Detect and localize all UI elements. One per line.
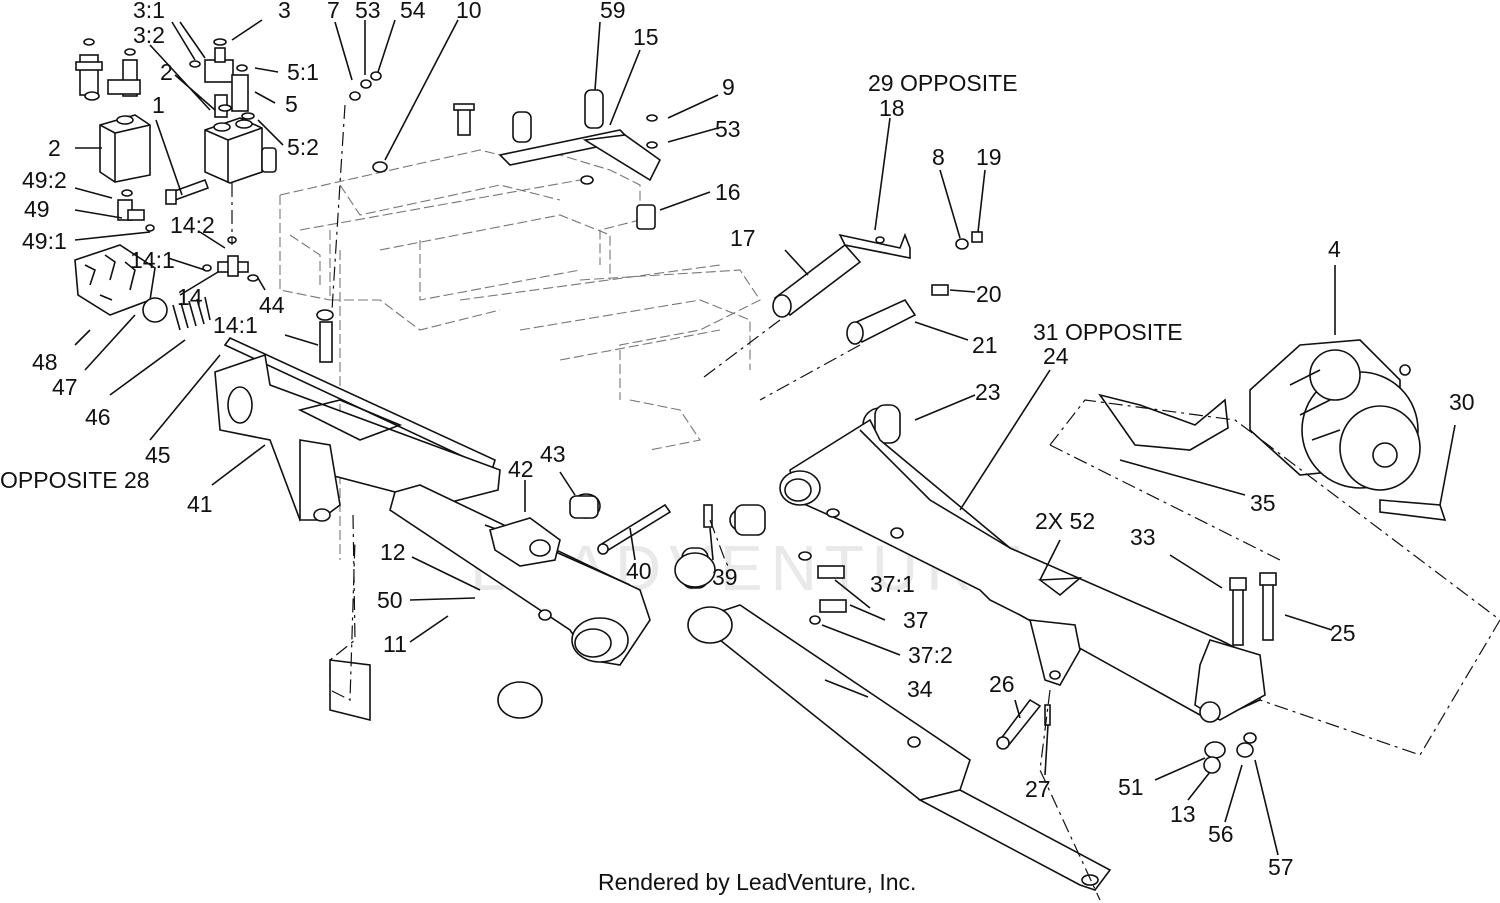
callout-27: 27 — [1025, 776, 1051, 802]
callout-42: 42 — [508, 456, 534, 482]
callout-23: 23 — [975, 379, 1001, 405]
callout-3: 3 — [278, 0, 291, 23]
callout-10: 10 — [456, 0, 482, 23]
callout-19: 19 — [976, 144, 1002, 170]
callout-43: 43 — [540, 441, 566, 467]
pump-4 — [1249, 339, 1447, 521]
callout-53-b: 53 — [715, 116, 741, 142]
callout-14: 14 — [177, 284, 203, 310]
callout-4: 4 — [1328, 236, 1341, 262]
phantom-lines — [231, 104, 1500, 901]
callout-37-2: 37:2 — [908, 642, 953, 668]
callout-2x-52: 2X 52 — [1035, 508, 1095, 534]
callout-18: 18 — [879, 95, 905, 121]
bolts-33-25 — [1203, 572, 1277, 774]
callout-34: 34 — [907, 676, 933, 702]
callout-14-1-a: 14:1 — [130, 247, 175, 273]
callout-20: 20 — [976, 281, 1002, 307]
callout-37: 37 — [903, 607, 929, 633]
callout-29-opposite: 29 OPPOSITE — [868, 70, 1018, 96]
callout-14-2: 14:2 — [170, 212, 215, 238]
callout-50: 50 — [377, 587, 403, 613]
main-arm-24 — [779, 418, 1266, 723]
callout-47: 47 — [52, 374, 78, 400]
callout-37-1: 37:1 — [870, 571, 915, 597]
callout-15: 15 — [633, 24, 659, 50]
hydraulic-cylinder-34 — [674, 551, 1112, 891]
callout-49-1: 49:1 — [22, 228, 67, 254]
callout-53-a: 53 — [355, 0, 381, 23]
callout-5-2: 5:2 — [287, 134, 319, 160]
lower-arm-42 — [389, 484, 651, 719]
callout-48: 48 — [32, 349, 58, 375]
callout-59: 59 — [600, 0, 626, 23]
callout-17: 17 — [730, 225, 756, 251]
callout-14-1-b: 14:1 — [213, 312, 258, 338]
callout-7: 7 — [327, 0, 340, 23]
callout-2-a: 2 — [160, 59, 173, 85]
callout-opposite-28: OPPOSITE 28 — [0, 467, 150, 493]
pin-26 — [996, 698, 1051, 750]
callout-45: 45 — [145, 442, 171, 468]
callout-12: 12 — [380, 539, 406, 565]
callout-1: 1 — [152, 92, 165, 118]
bracket-59 — [316, 71, 662, 363]
callout-40: 40 — [626, 558, 652, 584]
callout-49: 49 — [24, 196, 50, 222]
callout-30: 30 — [1449, 389, 1475, 415]
callout-49-2: 49:2 — [22, 167, 67, 193]
callout-9: 9 — [722, 74, 735, 100]
callout-26: 26 — [989, 671, 1015, 697]
callout-33: 33 — [1130, 524, 1156, 550]
callout-2-b: 2 — [48, 135, 61, 161]
callout-5: 5 — [285, 91, 298, 117]
callout-21: 21 — [972, 332, 998, 358]
callout-41: 41 — [187, 491, 213, 517]
lever-arm-41 — [214, 336, 501, 522]
callout-5-1: 5:1 — [287, 59, 319, 85]
callout-44: 44 — [259, 292, 285, 318]
callout-24: 24 — [1043, 343, 1069, 369]
footer-credit: Rendered by LeadVenture, Inc. — [598, 869, 916, 895]
callout-56: 56 — [1208, 821, 1234, 847]
callout-35: 35 — [1250, 490, 1276, 516]
callout-31-opposite: 31 OPPOSITE — [1033, 319, 1183, 345]
callout-labels: 3:1 3 7 53 54 10 59 3:2 15 2 5:1 9 1 5 5… — [0, 0, 1475, 880]
frame-ghost — [279, 149, 761, 560]
callout-51: 51 — [1118, 774, 1144, 800]
callout-3-1: 3:1 — [133, 0, 165, 23]
leader-lines — [74, 19, 1456, 856]
callout-8: 8 — [932, 144, 945, 170]
callout-46: 46 — [85, 404, 111, 430]
callout-54: 54 — [400, 0, 426, 23]
pivot-tubes — [772, 231, 983, 444]
callout-25: 25 — [1330, 620, 1356, 646]
callout-57: 57 — [1268, 854, 1294, 880]
callout-39: 39 — [712, 564, 738, 590]
valve-assembly — [74, 38, 277, 331]
callout-11: 11 — [383, 631, 407, 657]
callout-13: 13 — [1170, 801, 1196, 827]
callout-3-2: 3:2 — [133, 22, 165, 48]
callout-16: 16 — [715, 179, 741, 205]
